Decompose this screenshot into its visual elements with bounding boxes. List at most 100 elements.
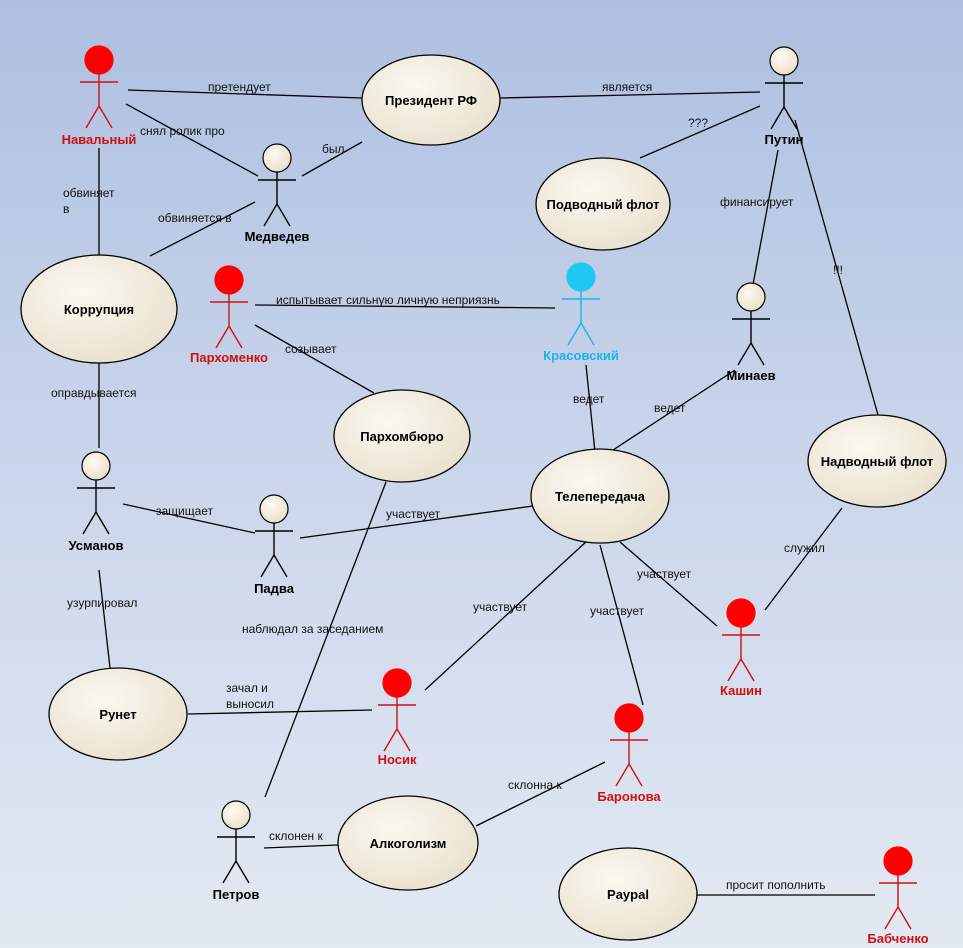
actor-petrov[interactable]: Петров xyxy=(213,800,260,902)
usecase-runet-label: Рунет xyxy=(99,707,136,722)
usecase-president[interactable]: Президент РФ xyxy=(361,54,501,146)
actor-minaev[interactable]: Минаев xyxy=(726,282,776,383)
actor-usmanov-head xyxy=(81,451,111,481)
label-uchastvuet-kashin: участвует xyxy=(637,567,692,581)
actor-padva-body xyxy=(255,523,293,578)
label-uchastvuet-nosik: участвует xyxy=(473,600,528,614)
actor-navalny-name: Навальный xyxy=(62,132,137,147)
line-tvshow-kashin xyxy=(619,541,718,627)
actor-putin-head xyxy=(769,46,799,76)
actor-navalny[interactable]: Навальный xyxy=(62,45,137,147)
label-sozyvaet: созывает xyxy=(285,342,337,356)
usecase-alcoholism[interactable]: Алкоголизм xyxy=(337,795,479,891)
actor-nosik-body xyxy=(378,697,416,752)
label-finansiruet: финансирует xyxy=(720,195,794,209)
actor-nosik[interactable]: Носик xyxy=(378,668,417,767)
usecase-surface[interactable]: Надводный флот xyxy=(807,414,947,508)
line-president-medvedev xyxy=(301,141,363,177)
usecase-corruption[interactable]: Коррупция xyxy=(20,254,178,364)
actor-padva-name: Падва xyxy=(254,581,295,596)
actor-navalny-body xyxy=(80,74,118,129)
usecase-parkhomburo[interactable]: Пархомбюро xyxy=(333,389,471,483)
label-obvinyaet: обвиняет xyxy=(63,186,115,200)
actor-krasovsky-name: Красовский xyxy=(543,348,619,363)
line-baronova-alcoholism xyxy=(475,761,606,827)
actor-pakhomenko[interactable]: Пархоменко xyxy=(190,265,268,365)
actor-putin-name: Путин xyxy=(765,132,804,147)
actor-babchenko-head xyxy=(883,846,913,876)
usecase-alcoholism-label: Алкоголизм xyxy=(370,836,447,851)
actor-kashin-head xyxy=(726,598,756,628)
actor-kashin[interactable]: Кашин xyxy=(720,598,762,698)
usecase-tvshow[interactable]: Телепередача xyxy=(530,448,670,544)
label-byl: был xyxy=(322,142,345,156)
label-uzurpiroval: узурпировал xyxy=(67,596,137,610)
actor-kashin-name: Кашин xyxy=(720,683,762,698)
actor-padva[interactable]: Падва xyxy=(254,494,295,596)
label-vedet-minaev: ведет xyxy=(654,401,686,415)
line-padva-tvshow xyxy=(299,505,534,539)
actor-baronova[interactable]: Баронова xyxy=(597,703,661,804)
line-navalny-president xyxy=(127,89,363,99)
actor-usmanov[interactable]: Усманов xyxy=(69,451,124,553)
actor-krasovsky-body xyxy=(562,291,600,346)
usecase-tvshow-label: Телепередача xyxy=(555,489,646,504)
line-runet-nosik xyxy=(187,709,373,715)
label-neprizn: испытывает сильную личную неприязнь xyxy=(276,293,500,307)
actor-baronova-name: Баронова xyxy=(597,789,661,804)
usecase-submarine[interactable]: Подводный флот xyxy=(535,157,671,251)
actor-putin[interactable]: Путин xyxy=(765,46,804,147)
label-zashchishchaet: защищает xyxy=(156,504,214,518)
line-putin-surface xyxy=(794,119,879,416)
usecase-paypal[interactable]: Paypal xyxy=(558,847,698,941)
line-putin-minaev xyxy=(751,149,779,291)
line-parkhomburo-petrov xyxy=(264,481,387,798)
label-nablyudal: наблюдал за заседанием xyxy=(242,622,383,636)
actor-nosik-name: Носик xyxy=(378,752,417,767)
actor-medvedev-body xyxy=(258,172,296,227)
actor-pakhomenko-name: Пархоменко xyxy=(190,350,268,365)
actor-padva-head xyxy=(259,494,289,524)
label-zachal-2: выносил xyxy=(226,697,274,711)
label-obvinyaetsya-v: обвиняется в xyxy=(158,211,232,225)
actor-kashin-body xyxy=(722,627,760,682)
actor-minaev-head xyxy=(736,282,766,312)
actor-krasovsky-head xyxy=(566,262,596,292)
line-tvshow-nosik xyxy=(424,539,589,691)
actor-babchenko-body xyxy=(879,875,917,930)
line-usmanov-padva xyxy=(122,503,256,534)
actor-babchenko[interactable]: Бабченко xyxy=(867,846,929,946)
actor-medvedev-head xyxy=(262,143,292,173)
line-tvshow-baronova xyxy=(599,544,644,706)
label-prosit-popolnit: просит пополнить xyxy=(726,878,826,892)
label-qqq: ??? xyxy=(688,116,708,130)
line-navalny-medvedev xyxy=(125,103,259,177)
actor-babchenko-name: Бабченко xyxy=(867,931,928,946)
actor-pakhomenko-body xyxy=(210,294,248,349)
actor-nosik-head xyxy=(382,668,412,698)
usecase-parkhomburo-label: Пархомбюро xyxy=(360,429,444,444)
actor-pakhomenko-head xyxy=(214,265,244,295)
actor-medvedev[interactable]: Медведев xyxy=(245,143,310,244)
label-excl: !!! xyxy=(833,263,843,277)
label-yavlyaetsya: является xyxy=(602,80,652,94)
actor-petrov-head xyxy=(221,800,251,830)
usecase-submarine-label: Подводный флот xyxy=(547,197,660,212)
usecase-president-label: Президент РФ xyxy=(385,93,477,108)
actor-baronova-head xyxy=(614,703,644,733)
actor-baronova-body xyxy=(610,732,648,787)
actor-navalny-head xyxy=(84,45,114,75)
usecase-runet[interactable]: Рунет xyxy=(48,667,188,761)
label-uchastvuet-baronova: участвует xyxy=(590,604,645,618)
actors: Навальный Медведев Путин Пархоменко Крас… xyxy=(62,45,929,946)
usecase-paypal-label: Paypal xyxy=(607,887,649,902)
line-petrov-alcoholism xyxy=(263,844,339,849)
actor-minaev-body xyxy=(732,311,770,366)
label-opravdyvaetsya: оправдывается xyxy=(51,386,136,400)
association-lines xyxy=(98,89,879,896)
line-minaev-tvshow xyxy=(609,369,736,453)
actor-usmanov-body xyxy=(77,480,115,535)
label-v: в xyxy=(63,202,69,216)
actor-krasovsky[interactable]: Красовский xyxy=(543,262,619,363)
